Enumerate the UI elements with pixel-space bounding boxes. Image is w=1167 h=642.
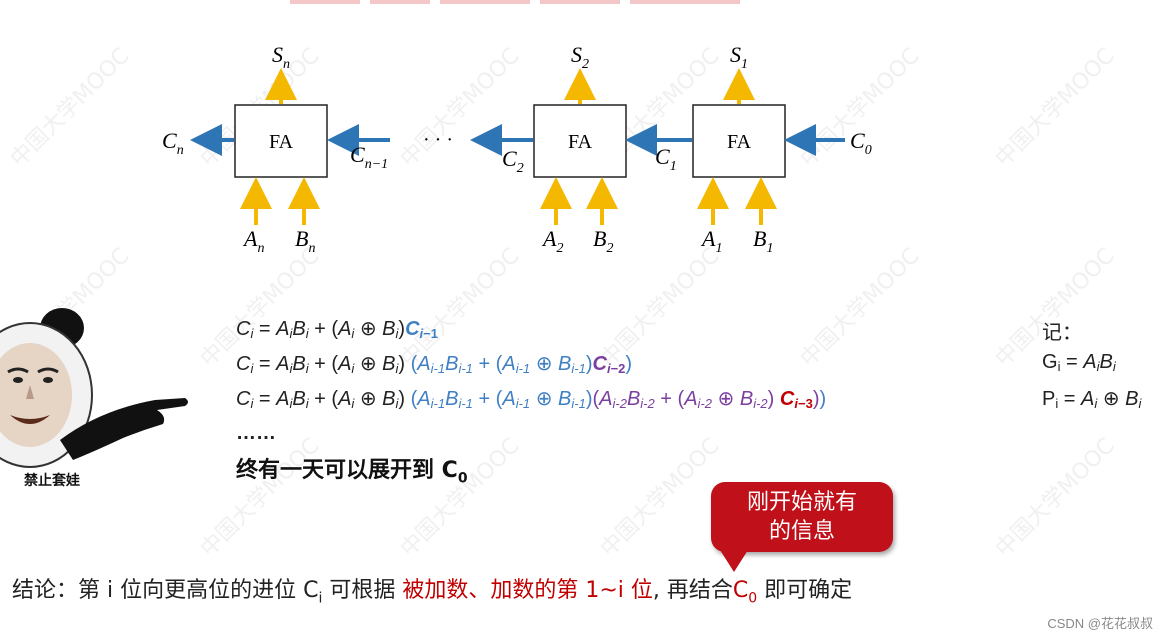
callout-line-2: 的信息 — [768, 519, 835, 544]
label-b1: B1 — [753, 226, 773, 256]
formula-line-2: Ci = AiBi + (Ai ⊕ Bi) (Ai-1Bi-1 + (Ai-1 … — [236, 353, 633, 376]
ellipsis-dots: …… — [236, 422, 276, 444]
final-expansion-text: 终有一天可以展开到 C0 — [236, 458, 468, 487]
watermark: 中国大学MOOC — [395, 433, 525, 563]
label-c1: C1 — [655, 144, 677, 174]
fa-label: FA — [568, 131, 593, 153]
watermark: 中国大学MOOC — [595, 433, 725, 563]
fa-box-n: FA — [234, 104, 328, 178]
source-credit: CSDN @花花叔叔 — [1047, 616, 1153, 631]
fa-box-1: FA — [692, 104, 786, 178]
label-s1: S1 — [730, 42, 748, 72]
callout-text: 刚开始就有 的信息 — [711, 488, 893, 546]
panda-meme-image — [0, 308, 188, 468]
label-c0: C0 — [850, 128, 872, 158]
callout-bubble: 刚开始就有 的信息 — [711, 482, 893, 552]
formula-line-3: Ci = AiBi + (Ai ⊕ Bi) (Ai-1Bi-1 + (Ai-1 … — [236, 388, 827, 411]
conclusion-text: 结论：第 i 位向更高位的进位 Ci 可根据 被加数、加数的第 1~i 位, 再… — [12, 578, 853, 607]
label-cn: Cn — [162, 128, 184, 158]
formula-line-1: Ci = AiBi + (Ai ⊕ Bi)Ci−1 — [236, 318, 438, 341]
fa-box-2: FA — [533, 104, 627, 178]
watermark: 中国大学MOOC — [990, 433, 1120, 563]
watermark: 中国大学MOOC — [990, 43, 1120, 173]
watermark: 中国大学MOOC — [195, 433, 325, 563]
ellipsis: · · · — [423, 129, 453, 151]
fa-label: FA — [727, 131, 752, 153]
label-a1: A1 — [700, 226, 722, 256]
label-s2: S2 — [571, 42, 589, 72]
conclusion-highlight: 被加数、加数的第 1~i 位 — [402, 578, 653, 603]
ripple-carry-adder-diagram: FA FA FA · · · Sn S2 S1 Cn Cn−1 C2 C1 C0… — [162, 42, 872, 256]
note-p-definition: Pi = Ai ⊕ Bi — [1042, 388, 1142, 411]
fa-label: FA — [269, 131, 294, 153]
callout-line-1: 刚开始就有 — [746, 490, 857, 515]
label-c2: C2 — [502, 146, 524, 176]
note-title: 记： — [1042, 322, 1082, 344]
label-an: An — [242, 226, 264, 256]
label-b2: B2 — [593, 226, 613, 256]
watermark: 中国大学MOOC — [5, 43, 135, 173]
label-sn: Sn — [272, 42, 290, 72]
label-cn-1: Cn−1 — [350, 142, 388, 172]
note-g-definition: Gi = AiBi — [1042, 351, 1116, 374]
label-bn: Bn — [295, 226, 315, 256]
callout-tail — [720, 550, 748, 572]
meme-caption: 禁止套娃 — [24, 473, 80, 489]
label-a2: A2 — [541, 226, 563, 256]
